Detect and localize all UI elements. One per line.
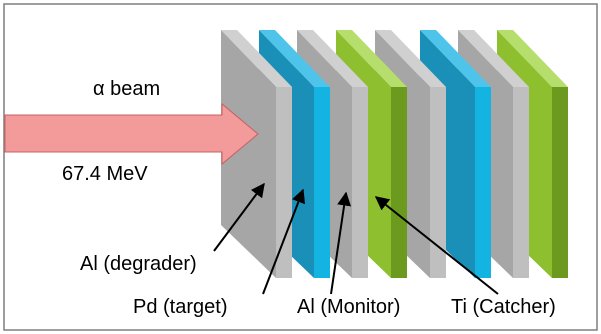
label-target: Pd (target)	[133, 296, 227, 318]
beam-energy: 67.4 MeV	[62, 163, 148, 185]
arrow-target	[262, 188, 306, 295]
arrow-degrader	[213, 182, 265, 252]
arrow-catcher	[374, 196, 499, 295]
beam-arrow	[4, 102, 259, 166]
label-degrader: Al (degrader)	[80, 253, 197, 275]
arrow-monitor	[330, 191, 352, 295]
beam-label: α beam	[93, 78, 160, 100]
label-catcher: Ti (Catcher)	[451, 296, 556, 318]
label-monitor: Al (Monitor)	[297, 296, 400, 318]
